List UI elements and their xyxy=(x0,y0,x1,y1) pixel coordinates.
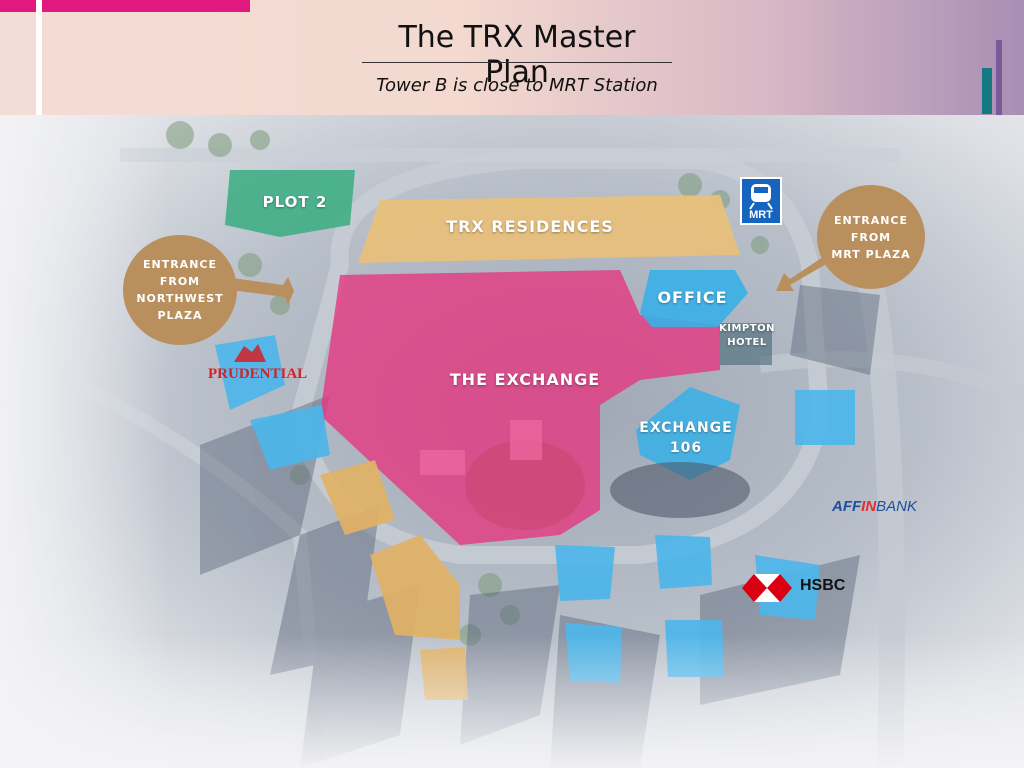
hsbc-hexagon-icon xyxy=(742,574,792,607)
exchange106-zone xyxy=(636,387,740,480)
page-subtitle: Tower B is close to MRT Station xyxy=(376,75,658,96)
affin-part1: AFF xyxy=(832,498,862,515)
pink-accent-bar xyxy=(0,0,250,12)
mrt-line1: ENTRANCE xyxy=(834,213,908,227)
prudential-logo: PRUDENTIAL xyxy=(208,344,308,383)
exchange106-line2: 106 xyxy=(669,440,703,456)
kimpton-hotel-label: KIMPTON HOTEL xyxy=(716,322,778,350)
page-title: The TRX Master Plan xyxy=(398,20,636,90)
plot2-zone xyxy=(225,170,355,237)
the-exchange-label: THE EXCHANGE xyxy=(449,370,601,389)
purple-accent-bar xyxy=(996,40,1002,115)
white-accent-line xyxy=(36,0,42,115)
exchange106-line1: EXCHANGE xyxy=(639,420,733,436)
train-icon xyxy=(749,184,773,210)
hsbc-logo-text: HSBC xyxy=(800,577,846,594)
exchange-106-label: EXCHANGE 106 xyxy=(636,418,736,458)
nw-line3: NORTHWEST xyxy=(136,292,224,305)
highway-2 xyxy=(758,351,1024,403)
office-zone xyxy=(640,270,748,327)
exchange-building-2 xyxy=(420,450,465,475)
entrance-mrt-bubble: ENTRANCE FROM MRT PLAZA xyxy=(817,185,925,289)
kimpton-line1: KIMPTON xyxy=(719,323,775,334)
exchange106-podium xyxy=(610,462,750,518)
prudential-logo-text: PRUDENTIAL xyxy=(208,366,308,382)
northwest-entrance-arrow xyxy=(230,277,294,305)
affin-bank-logo: AFFINBANK xyxy=(832,498,917,515)
entrance-northwest-bubble: ENTRANCE FROM NORTHWEST PLAZA xyxy=(123,235,237,345)
title-underline xyxy=(362,62,672,63)
affin-part2: IN xyxy=(861,498,877,515)
mrt-sign-text: MRT xyxy=(749,209,773,221)
nw-line1: ENTRANCE xyxy=(142,258,217,271)
slide-header: The TRX Master Plan Tower B is close to … xyxy=(0,0,1024,115)
mrt-station-sign: MRT xyxy=(740,177,782,225)
trx-residences-label: TRX RESIDENCES xyxy=(446,217,614,236)
plot2-label: PLOT 2 xyxy=(262,193,328,211)
mrt-entrance-arrow xyxy=(776,255,828,291)
residences-zone xyxy=(358,195,740,263)
teal-accent-bar xyxy=(982,68,992,114)
exchange-zone xyxy=(320,270,720,545)
kimpton-zone xyxy=(720,323,772,365)
nw-line4: PLAZA xyxy=(157,309,203,322)
exchange-park xyxy=(465,440,585,530)
map-bottom-fade xyxy=(0,635,1024,768)
prudential-rock-icon xyxy=(234,344,266,362)
kimpton-line2: HOTEL xyxy=(727,337,767,348)
mrt-line2: FROM xyxy=(850,230,892,244)
affin-part3: BANK xyxy=(876,498,918,515)
nw-line2: FROM xyxy=(159,275,201,288)
mrt-line3: MRT PLAZA xyxy=(831,247,911,261)
exchange-building xyxy=(510,420,542,460)
office-label: OFFICE xyxy=(657,288,728,307)
site-map: PLOT 2 TRX RESIDENCES THE EXCHANGE OFFIC… xyxy=(0,115,1024,768)
